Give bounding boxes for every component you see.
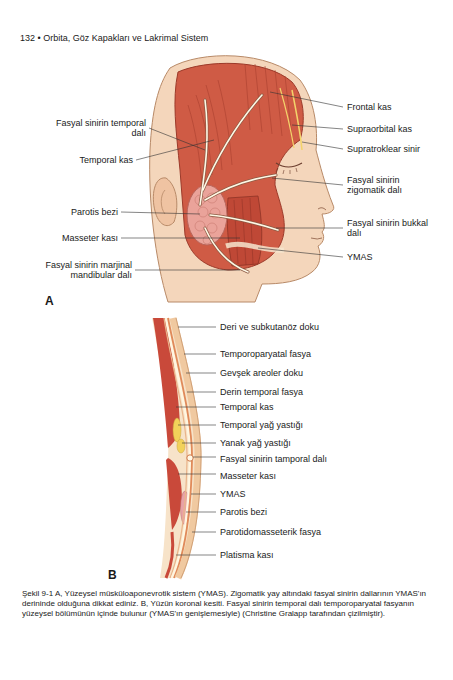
part-label: YMAS xyxy=(347,252,373,262)
part-label: Deri ve subkutanöz doku xyxy=(220,322,319,332)
nerve xyxy=(292,90,302,150)
ear xyxy=(153,178,177,226)
facial-nerve xyxy=(200,95,278,272)
smas-layer xyxy=(226,244,284,250)
running-head: 132 • Orbita, Göz Kapakları ve Lakrimal … xyxy=(20,33,208,43)
figure-caption: Şekil 9-1 A, Yüzeysel müsküloaponevrotik… xyxy=(22,589,432,619)
part-label: Platisma kası xyxy=(220,550,274,560)
part-label: Parotidomasseterik fasya xyxy=(220,527,321,537)
part-label: Yanak yağ yastığı xyxy=(220,438,291,448)
leader-line xyxy=(121,92,343,270)
part-label: Temporoparyatal fasya xyxy=(220,349,311,359)
part-label: Masseter kası xyxy=(220,471,276,481)
part-label: Temporal kas xyxy=(220,402,274,412)
part-label: Frontal kas xyxy=(347,102,392,112)
platysma xyxy=(166,532,173,578)
part-label: Supraorbital kas xyxy=(347,124,412,134)
part-label: Fasyal sinirin tamporal dalı xyxy=(220,454,327,464)
part-label: Supratroklear sinir xyxy=(347,144,420,154)
part-label: Fasyal sinirin zigomatik dalı xyxy=(347,175,437,196)
part-label: Parotis bezi xyxy=(220,507,267,517)
fat-pad xyxy=(173,418,181,442)
panel-letter: A xyxy=(45,295,54,309)
leader-line xyxy=(176,327,216,555)
part-label: Fasyal sinirin temporal dalı xyxy=(46,118,146,139)
part-label: Gevşek areoler doku xyxy=(220,368,303,378)
nerve-outline xyxy=(200,95,278,272)
areolar-tissue xyxy=(166,318,190,578)
part-label: Temporal yağ yastığı xyxy=(220,420,303,430)
masseter-muscle xyxy=(166,458,182,530)
part-label: Masseter kası xyxy=(62,233,118,243)
part-label: Fasyal sinirin marjinal mandibular dalı xyxy=(17,260,132,281)
part-label: YMAS xyxy=(220,489,246,499)
part-label: Parotis bezi xyxy=(71,207,118,217)
fat-pad xyxy=(177,439,185,453)
dissected-region xyxy=(175,63,303,270)
masseter-muscle xyxy=(227,196,262,266)
closed-eye xyxy=(276,163,302,167)
part-label: Fasyal sinirin bukkal dalı xyxy=(347,218,437,239)
panel-letter: B xyxy=(108,569,117,583)
part-label: Derin temporal fasya xyxy=(220,387,303,397)
nerve-section xyxy=(187,455,193,461)
muscle-fibres xyxy=(234,198,253,265)
part-label: Temporal kas xyxy=(79,155,133,165)
head-outline xyxy=(150,56,334,302)
